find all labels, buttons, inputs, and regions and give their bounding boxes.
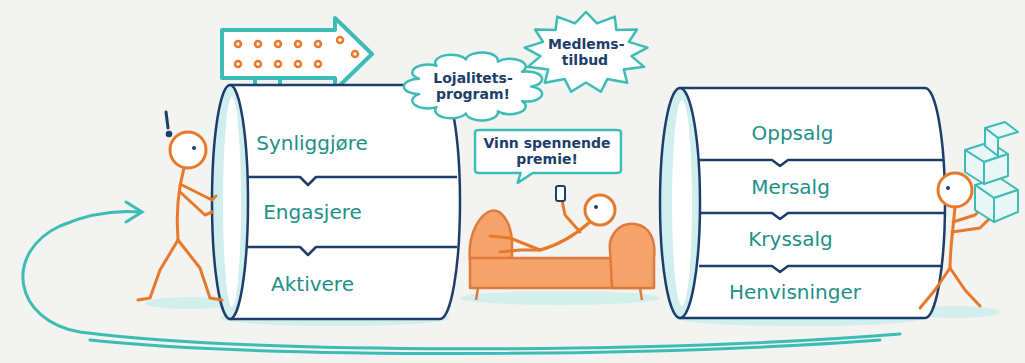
pushing-figure-part — [178, 240, 222, 300]
ground-shadow-part — [460, 291, 660, 305]
left-cylinder-part — [247, 177, 457, 185]
reclining-figure — [490, 186, 615, 252]
loop-arrow-part — [126, 202, 142, 222]
sign-arrow-part — [222, 18, 372, 90]
left-cylinder — [212, 85, 460, 319]
band-label: Henvisninger — [728, 280, 862, 304]
carrying-figure-part — [950, 268, 980, 306]
bubble-text: Vinn spennende premie! — [482, 135, 612, 167]
band-label: Kryssalg — [747, 227, 834, 251]
bubble-text: Medlems- tilbud — [548, 36, 622, 68]
funnel-band: Synliggjøre — [251, 131, 373, 155]
pushing-figure-part — [180, 192, 212, 215]
cloud-bubble-path — [404, 52, 542, 120]
box-stack-part — [975, 185, 994, 222]
pushing-figure-part — [138, 240, 178, 300]
carrying-figure-part — [920, 268, 950, 308]
starburst-bubble: Medlems- tilbud — [524, 12, 648, 93]
reclining-figure-part — [540, 222, 590, 250]
pushing-figure-part — [170, 132, 206, 168]
pushing-figure-part — [167, 132, 171, 136]
pushing-figure-part — [166, 112, 168, 128]
funnel-band: Aktivere — [266, 272, 359, 296]
band-label: Synliggjøre — [255, 131, 369, 155]
right-cylinder-part — [699, 160, 943, 166]
pushing-figure — [138, 112, 222, 300]
left-cylinder-part — [230, 85, 460, 319]
sofa-part — [476, 288, 642, 300]
sign-arrow-part-part — [255, 41, 261, 47]
right-cylinder-part — [672, 100, 692, 306]
sign-arrow-part-part — [275, 61, 281, 67]
reclining-figure-part — [556, 186, 565, 201]
sign-arrow-part-part — [315, 41, 321, 47]
left-cylinder-part — [212, 85, 248, 319]
box-stack-part — [985, 128, 998, 156]
band-label: Aktivere — [270, 272, 355, 296]
band-label: Engasjere — [262, 200, 363, 224]
reclining-figure-part — [594, 205, 598, 209]
carrying-figure-part — [950, 207, 955, 268]
band-label: Mersalg — [750, 175, 831, 199]
reclining-figure-part — [500, 250, 540, 252]
pushing-figure-part — [177, 168, 184, 240]
left-cylinder-part — [247, 247, 457, 255]
right-cylinder-part — [700, 213, 945, 219]
sign-arrow-part-part — [235, 41, 241, 47]
sofa — [470, 211, 655, 300]
carrying-figure-part — [952, 218, 990, 232]
sign-arrow-part-part — [255, 61, 261, 67]
right-cylinder-part — [680, 88, 945, 318]
loop-arrow-part — [90, 340, 880, 354]
right-cylinder-part — [699, 266, 943, 272]
sign-arrow-part-part — [337, 37, 343, 43]
funnel-band: Engasjere — [258, 200, 367, 224]
pushing-figure-part — [192, 146, 196, 150]
speech-bubble: Vinn spennende premie! — [472, 129, 624, 184]
box-stack-part — [965, 150, 984, 184]
right-cylinder — [660, 88, 945, 318]
reclining-figure-part — [490, 236, 540, 250]
sign-arrow-part — [235, 37, 358, 67]
sofa-part — [610, 224, 655, 288]
sign-arrow-part-part — [315, 61, 321, 67]
carrying-figure-part — [946, 186, 950, 190]
sign-arrow — [222, 18, 372, 90]
reclining-figure-part — [562, 200, 580, 232]
box-stack — [965, 122, 1018, 222]
sign-arrow-part-part — [352, 51, 358, 57]
sign-arrow-part-part — [275, 41, 281, 47]
right-cylinder-part — [660, 88, 700, 318]
speech-bubble-path — [475, 130, 621, 183]
starburst-bubble-path — [524, 12, 647, 92]
loop-arrow-part — [23, 211, 900, 348]
box-stack-part — [984, 154, 1008, 184]
box-stack-part — [994, 190, 1018, 222]
bubble-text: Lojalitets- program! — [425, 70, 521, 102]
funnel-band: Henvisninger — [724, 280, 866, 304]
carrying-figure-part — [938, 173, 972, 207]
sign-arrow-part-part — [235, 61, 241, 67]
sign-arrow-part-part — [295, 41, 301, 47]
left-cylinder-part — [223, 97, 241, 307]
cloud-bubble: Lojalitets- program! — [409, 54, 539, 119]
funnel-band: Mersalg — [746, 175, 835, 199]
funnel-band: Oppsalg — [746, 121, 839, 145]
reclining-figure-part — [585, 195, 615, 225]
funnel-band: Kryssalg — [743, 227, 838, 251]
band-label: Oppsalg — [750, 121, 835, 145]
sign-arrow-part-part — [295, 61, 301, 67]
